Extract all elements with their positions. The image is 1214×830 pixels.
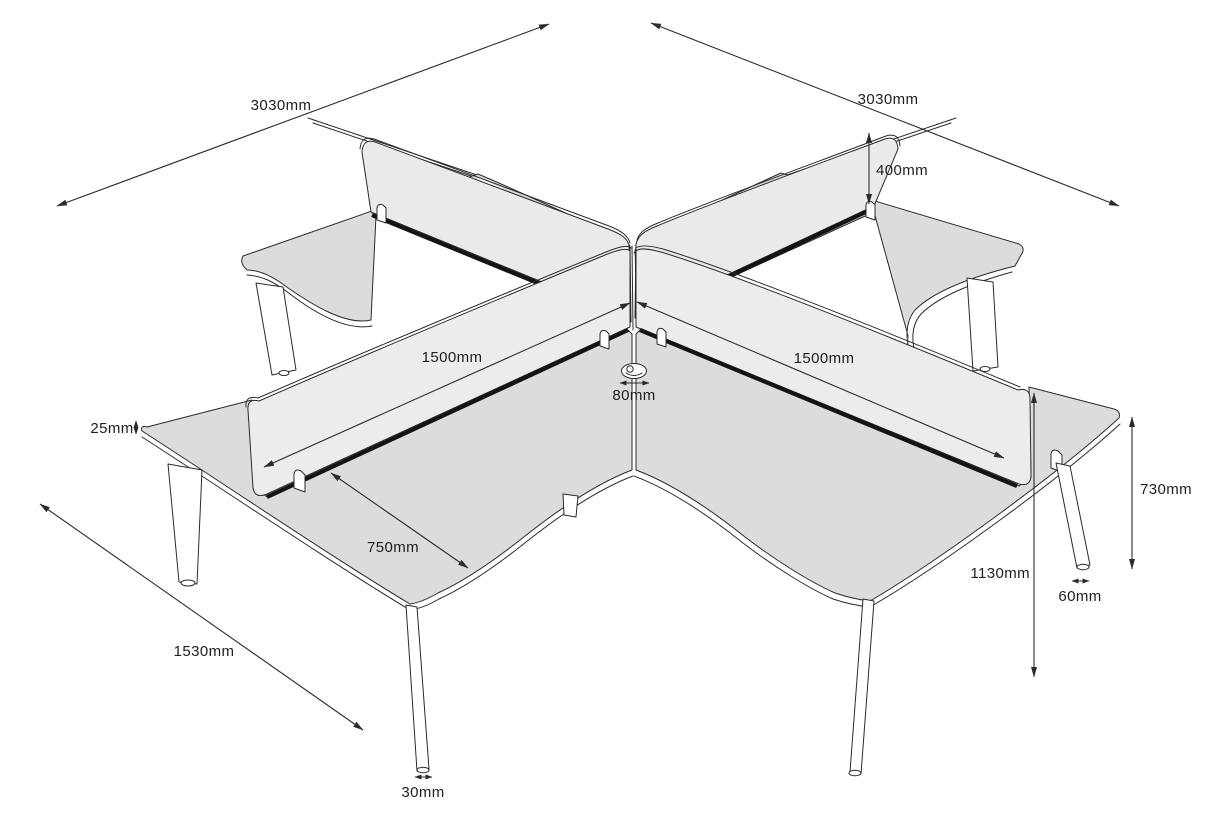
leg-back-right xyxy=(966,277,999,372)
dim-line-screen-left xyxy=(263,302,631,468)
dim-label-screen-right: 1500mm xyxy=(794,350,855,367)
centre-support-bracket xyxy=(562,493,579,518)
dim-label-desk-width: 1530mm xyxy=(174,643,235,660)
dim-line-desk-width xyxy=(39,503,364,731)
desk-centre-seam xyxy=(631,245,634,331)
dim-label-grommet: 80mm xyxy=(612,387,655,404)
dim-line-overall-right xyxy=(650,22,1120,207)
dim-label-desk-height: 730mm xyxy=(1140,481,1192,498)
cable-grommet xyxy=(621,363,647,379)
dim-label-screen-height: 400mm xyxy=(876,162,928,179)
dim-label-screen-left: 1500mm xyxy=(422,349,483,366)
leg-back-left xyxy=(255,282,297,376)
dim-label-leg-bottom: 30mm xyxy=(401,784,444,801)
leg-front-centre xyxy=(405,604,430,774)
leg-right xyxy=(1055,462,1091,571)
dim-label-thickness: 25mm xyxy=(90,420,133,437)
dimension-lines xyxy=(39,22,1135,780)
dim-line-desk-depth xyxy=(330,472,469,569)
dim-label-overall-right: 3030mm xyxy=(858,91,919,108)
dimension-labels: 3030mm 3030mm 400mm 1500mm 1500mm 80mm 2… xyxy=(90,91,1192,801)
dim-line-overall-left xyxy=(56,23,550,207)
dim-label-desk-depth: 750mm xyxy=(367,539,419,556)
dim-label-leg-top: 60mm xyxy=(1058,588,1101,605)
dim-label-total-height: 1130mm xyxy=(970,565,1030,582)
leg-front-right xyxy=(848,598,875,777)
leg-front-left xyxy=(167,463,203,587)
dim-label-overall-left: 3030mm xyxy=(251,97,312,114)
dim-line-screen-right xyxy=(636,301,1005,459)
